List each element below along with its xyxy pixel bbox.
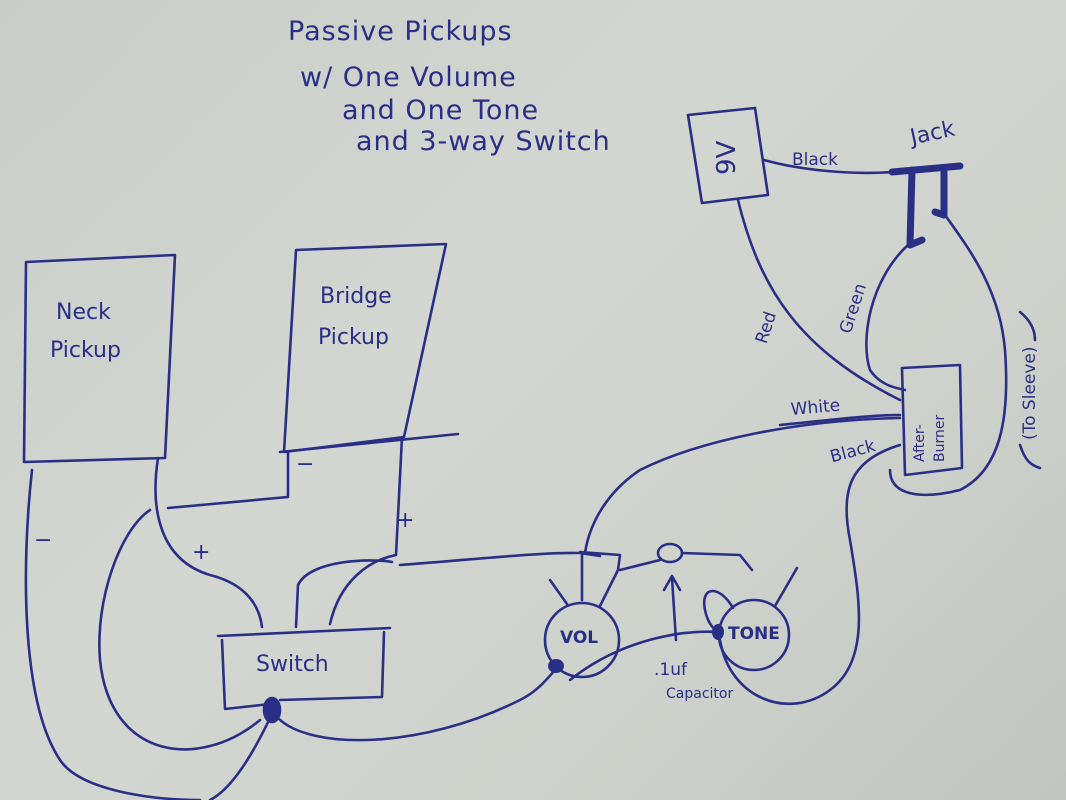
switch-label: Switch — [256, 652, 329, 677]
neck-minus-mark: − — [34, 528, 53, 553]
afterburner-label-2: Burner — [932, 414, 948, 462]
bridge-minus-mark: − — [296, 452, 315, 477]
title-line-1: Passive Pickups — [288, 16, 513, 47]
switch-output-wire — [398, 551, 602, 567]
neck-pickup-box — [22, 253, 177, 464]
bridge-plus-wire — [328, 435, 404, 626]
wire-label-white: White — [790, 395, 841, 420]
switch-center-wire — [294, 559, 394, 629]
afterburner-label-1: After- — [912, 424, 928, 462]
neck-pickup-label-1: Neck — [56, 300, 111, 325]
vol-ground-junction — [548, 659, 564, 673]
volume-label: VOL — [560, 628, 599, 648]
jack-green-wire — [865, 243, 910, 392]
ground-loop-wire — [98, 508, 262, 751]
afterburner-white-wire — [778, 413, 902, 427]
capacitor-label-2: Capacitor — [666, 686, 734, 702]
jack-sleeve-wire — [888, 213, 1008, 497]
tone-label: TONE — [728, 624, 780, 644]
wire-label-battery-black: Black — [792, 150, 838, 170]
neck-plus-mark: + — [192, 540, 211, 565]
bridge-pickup-label-2: Pickup — [318, 325, 389, 350]
switch-ground-down — [208, 716, 272, 800]
battery-black-wire — [762, 158, 894, 175]
battery-box — [686, 106, 770, 205]
jack-symbol — [888, 162, 964, 249]
switch-to-vol-ground — [276, 668, 557, 742]
switch-ground-junction — [262, 696, 282, 724]
wire-label-to-sleeve: (To Sleeve) — [1020, 346, 1040, 440]
vol-lug-wires — [548, 550, 662, 608]
neck-plus-wire — [154, 456, 264, 629]
tone-to-black-wire — [718, 443, 902, 706]
capacitor-arrow — [662, 574, 682, 642]
title-line-4: and 3-way Switch — [356, 126, 611, 157]
switch-box — [216, 626, 392, 711]
battery-label: 9V — [712, 140, 742, 175]
bridge-plus-mark: + — [396, 508, 415, 533]
capacitor-label-1: .1uf — [654, 660, 687, 680]
bridge-pickup-box — [282, 242, 448, 454]
neck-minus-wire — [24, 468, 202, 800]
sleeve-paren — [1018, 310, 1042, 470]
bridge-minus-wire — [166, 450, 290, 510]
bridge-pickup-label-1: Bridge — [320, 284, 392, 309]
afterburner-box — [900, 363, 964, 477]
vol-to-white-wire — [583, 416, 902, 555]
battery-red-wire — [736, 198, 902, 402]
tone-ground-wire — [568, 630, 720, 682]
volume-pot-circle — [543, 601, 621, 679]
title-line-2: w/ One Volume — [300, 62, 517, 93]
bridge-baseline — [278, 432, 460, 454]
tone-lug-wires — [702, 566, 799, 634]
title-line-3: and One Tone — [342, 95, 540, 126]
capacitor — [656, 542, 684, 564]
capacitor-wire — [680, 551, 754, 572]
neck-pickup-label-2: Pickup — [50, 338, 121, 363]
